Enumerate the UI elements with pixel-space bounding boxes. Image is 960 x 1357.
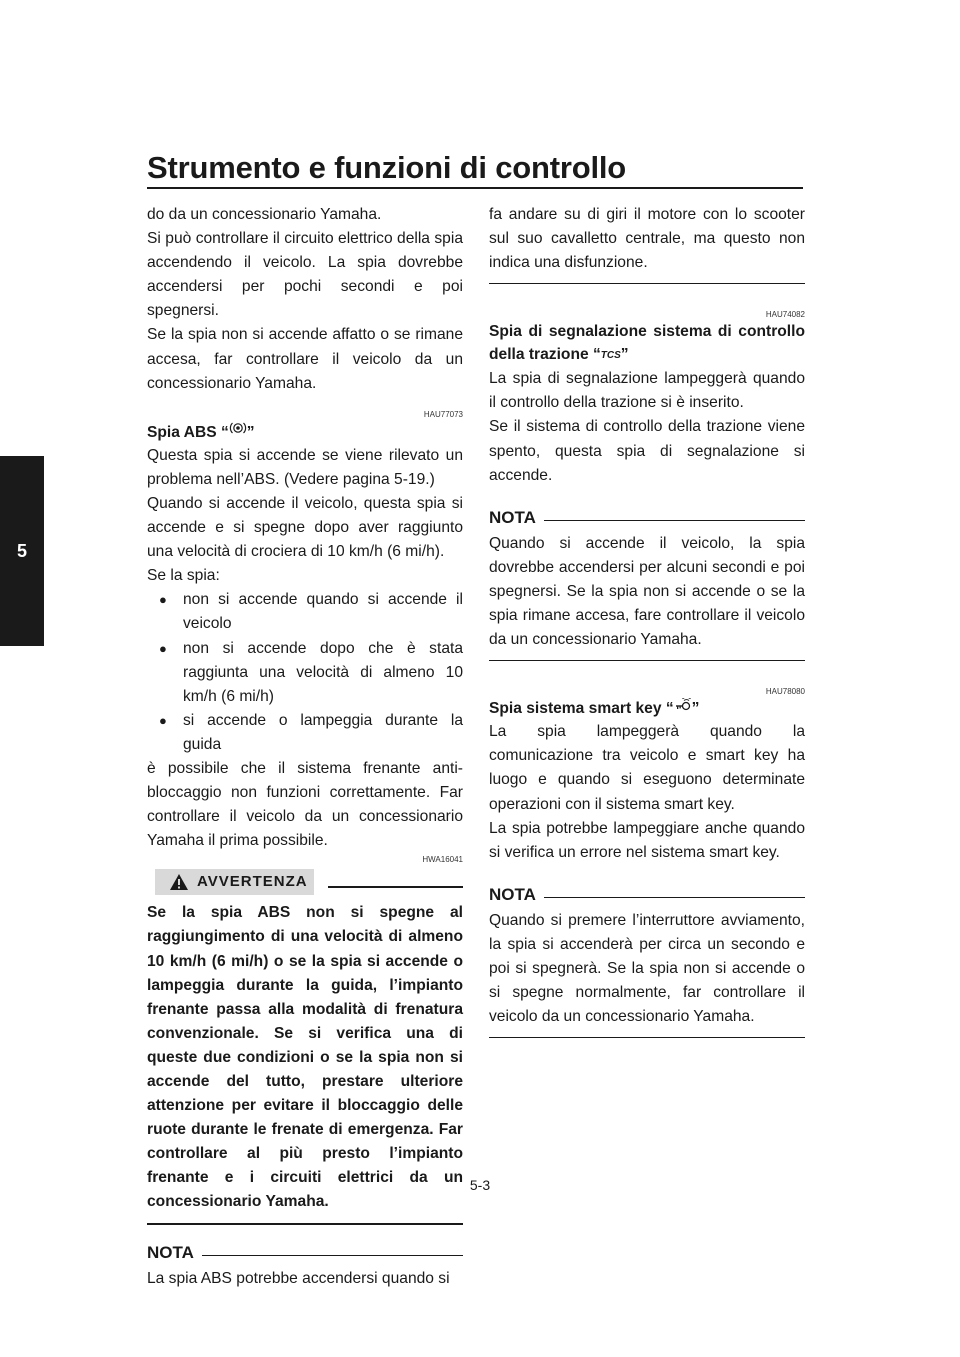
paragraph: Se il sistema di controllo della trazion… — [489, 418, 805, 484]
note-header: NOTA — [147, 1241, 463, 1265]
abs-heading: Spia ABS “” — [147, 420, 463, 444]
paragraph: Si può controllare il circuito elettrico… — [147, 230, 463, 320]
paragraph: La spia di segnalazione lampeggerà quand… — [489, 370, 805, 412]
section-code: HAU78080 — [765, 687, 805, 697]
note-text: Quando si premere l’interruttore avviame… — [489, 911, 805, 1026]
page-title: Strumento e funzioni di controllo — [147, 150, 627, 185]
section-code: HAU74082 — [765, 310, 805, 320]
paragraph: Quando si accende il veicolo, questa spi… — [147, 494, 463, 561]
paragraph: Questa spia si accende se viene rilevato… — [147, 446, 463, 488]
chapter-number: 5 — [16, 540, 27, 561]
note-end-rule — [489, 283, 805, 285]
note-header: NOTA — [489, 506, 805, 530]
list-item: si accende o lampeggia durante la guida — [147, 709, 463, 757]
paragraph: do da un concessionario Yamaha. — [147, 206, 382, 223]
paragraph: La spia potrebbe lampeggiare anche quand… — [489, 819, 805, 861]
page-number: 5-3 — [469, 1177, 491, 1193]
warning-label: AVVERTENZA — [197, 873, 308, 891]
warning-end-rule — [147, 1222, 463, 1225]
note-label: NOTA — [489, 507, 536, 527]
warning-text: Se la spia ABS non si spegne al raggiung… — [147, 904, 463, 1211]
paragraph: fa andare su di giri il motore con lo sc… — [489, 206, 805, 272]
warning-triangle-icon — [170, 874, 188, 891]
note-label: NOTA — [147, 1242, 194, 1262]
note-header: NOTA — [489, 883, 805, 907]
section-code: HAU77073 — [423, 409, 463, 419]
note-label: NOTA — [489, 884, 536, 904]
chapter-tab — [0, 456, 44, 646]
left-column: do da un concessionario Yamaha. Si può c… — [147, 203, 463, 1291]
paragraph: è possibile che il sistema frenante anti… — [147, 759, 463, 850]
warning-rule — [327, 886, 463, 889]
smart-key-icon — [674, 697, 692, 720]
bullet-list: non si accende quando si accende il veic… — [147, 588, 463, 757]
paragraph: Se la spia: — [147, 567, 220, 585]
right-column: fa andare su di giri il motore con lo sc… — [489, 203, 805, 1039]
section-code: HWA16041 — [422, 855, 463, 865]
note-rule — [201, 1255, 463, 1257]
list-item: non si accende dopo che è stata raggiunt… — [147, 637, 463, 709]
tcs-heading: Spia di segnalazione sistema di controll… — [489, 320, 805, 367]
tcs-icon: TCS — [600, 350, 621, 362]
warning-header: AVVERTENZA — [147, 869, 463, 896]
paragraph: Se la spia non si accende affatto o se r… — [147, 326, 463, 392]
note-text: La spia ABS potrebbe accendersi quando s… — [147, 1269, 450, 1287]
smartkey-heading: Spia sistema smart key “” — [489, 697, 805, 720]
note-text: Quando si accende il veicolo, la spia do… — [489, 534, 805, 649]
list-item: non si accende quando si accende il veic… — [147, 588, 463, 636]
note-rule — [543, 520, 805, 522]
note-rule — [543, 897, 805, 899]
paragraph: La spia lampeggerà quando la comunicazio… — [489, 723, 805, 813]
warning-badge: AVVERTENZA — [155, 869, 314, 896]
title-rule — [147, 187, 803, 189]
abs-warning-icon — [229, 420, 247, 444]
note-end-rule — [489, 1037, 805, 1039]
note-end-rule — [489, 660, 805, 662]
